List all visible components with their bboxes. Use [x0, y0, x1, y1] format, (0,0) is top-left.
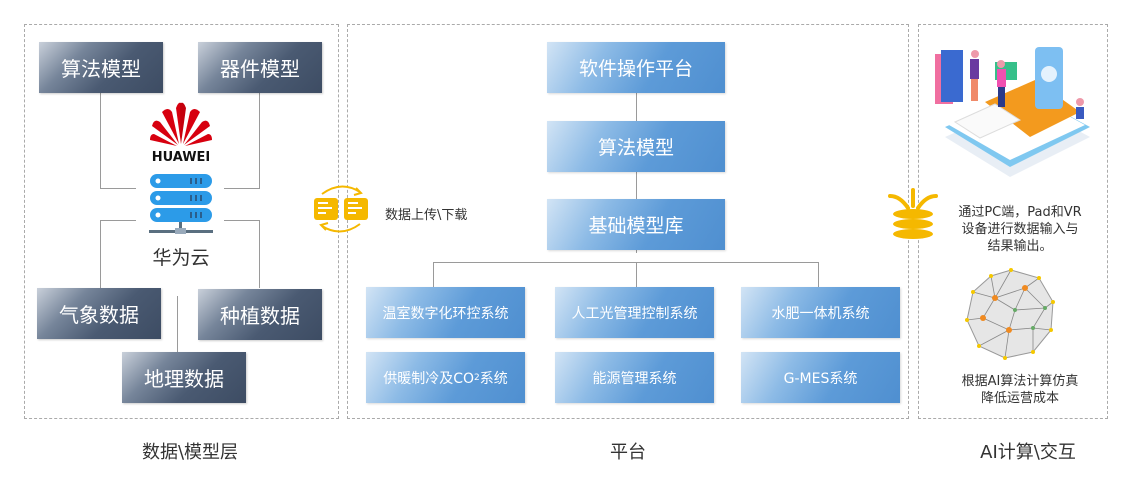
system-box: 温室数字化环控系统 — [366, 287, 525, 338]
huawei-logo-text: HUAWEI — [151, 150, 211, 165]
transfer-label: 数据上传\下载 — [385, 208, 468, 223]
server-icon — [149, 174, 213, 234]
io-line: 设备进行数据输入与 — [961, 222, 1079, 237]
weather-data-box: 气象数据 — [37, 288, 161, 339]
huawei-logo-icon — [150, 102, 212, 146]
system-box: 水肥一体机系统 — [741, 287, 900, 338]
device-model-box: 器件模型 — [198, 42, 322, 93]
database-icon — [888, 188, 938, 239]
planting-data-box: 种植数据 — [198, 289, 322, 340]
system-box: 能源管理系统 — [555, 352, 714, 403]
software-platform-box: 软件操作平台 — [547, 42, 725, 93]
ai-description: 根据AI算法计算仿真 降低运营成本 — [935, 373, 1105, 407]
system-box: G-MES系统 — [741, 352, 900, 403]
co2-suffix: 系统 — [479, 370, 508, 387]
data-sync-icon — [314, 185, 368, 233]
io-line: 通过PC端，Pad和VR — [958, 205, 1082, 220]
ai-line: 降低运营成本 — [980, 391, 1059, 406]
base-model-library-box: 基础模型库 — [547, 199, 725, 250]
io-description: 通过PC端，Pad和VR 设备进行数据输入与 结果输出。 — [935, 204, 1105, 255]
co2-subscript: 2 — [474, 372, 480, 383]
neural-network-icon — [965, 268, 1055, 360]
algorithm-model-box: 算法模型 — [39, 42, 163, 93]
ai-line: 根据AI算法计算仿真 — [961, 374, 1079, 389]
io-line: 结果输出。 — [987, 239, 1053, 254]
system-box: 人工光管理控制系统 — [555, 287, 714, 338]
caption-ai: AI计算\交互 — [980, 442, 1076, 463]
caption-data-layer: 数据\模型层 — [141, 442, 239, 463]
data-layer-panel — [24, 24, 339, 419]
geo-data-box: 地理数据 — [122, 352, 246, 403]
algorithm-model-platform-box: 算法模型 — [547, 121, 725, 172]
caption-platform: 平台 — [610, 442, 646, 463]
huawei-cloud-label: 华为云 — [152, 247, 210, 269]
co2-text: 供暖制冷及CO — [383, 370, 475, 387]
device-interaction-illustration-icon — [935, 47, 1090, 177]
